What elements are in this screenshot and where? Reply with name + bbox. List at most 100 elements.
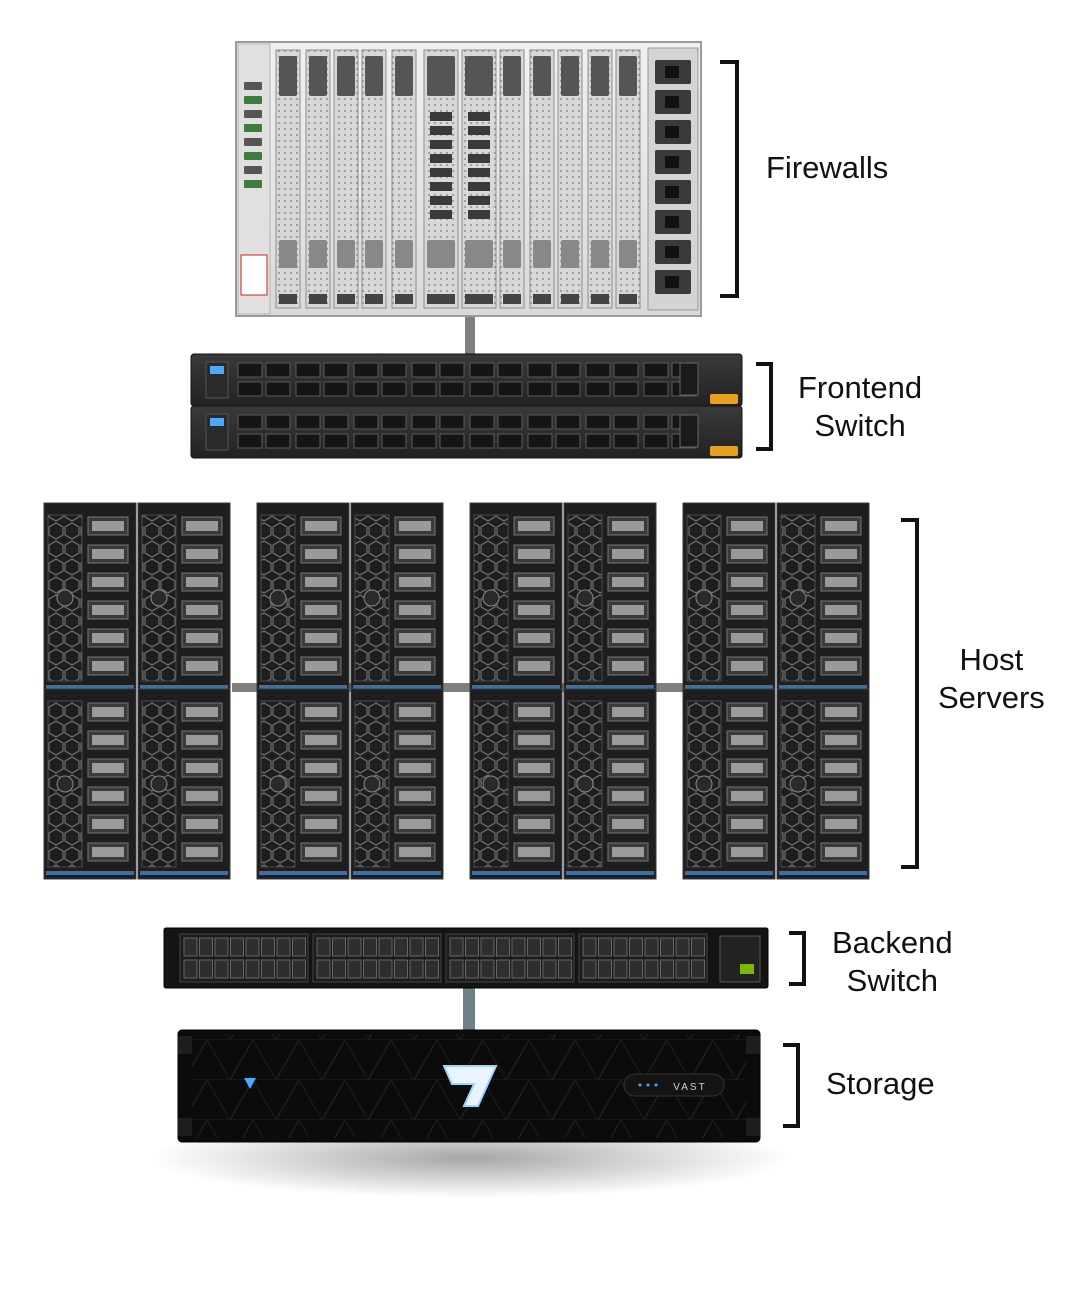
drive-caddy <box>305 521 337 531</box>
card-latch <box>279 56 297 96</box>
qsfp-port <box>613 433 639 449</box>
qsfp-port <box>295 381 321 397</box>
drive-caddy <box>186 521 218 531</box>
bezel-logo <box>695 589 713 607</box>
osfp-port <box>183 937 198 957</box>
drive-caddy <box>92 521 124 531</box>
mgmt-port <box>244 180 262 188</box>
drive-caddy <box>399 605 431 615</box>
bezel-logo <box>482 589 500 607</box>
host-server <box>682 688 776 880</box>
server-rail <box>779 871 867 875</box>
frontend-switch-unit <box>190 405 743 459</box>
drive-caddy <box>92 847 124 857</box>
drive-caddy <box>399 707 431 717</box>
drive-caddy <box>92 707 124 717</box>
host-server <box>682 502 776 694</box>
drive-caddy <box>825 791 857 801</box>
qsfp-port <box>265 362 291 378</box>
drive-caddy <box>825 577 857 587</box>
card-port <box>533 240 551 268</box>
card-port <box>395 240 413 268</box>
status-handle <box>710 446 738 456</box>
drive-caddy <box>518 707 550 717</box>
bezel-logo <box>56 775 74 793</box>
osfp-port <box>183 959 198 979</box>
qsfp-port <box>469 362 495 378</box>
qsfp-port <box>323 414 349 430</box>
brand-badge <box>623 1073 725 1097</box>
drive-caddy <box>612 549 644 559</box>
qsfp-port <box>555 381 581 397</box>
osfp-port <box>527 937 541 957</box>
badge-dot <box>654 1083 658 1087</box>
card-latch <box>337 56 355 96</box>
osfp-port <box>613 959 628 979</box>
qsfp-port <box>497 414 523 430</box>
frontend-switch-unit <box>190 353 743 407</box>
sup-port <box>430 154 452 163</box>
drive-caddy <box>399 633 431 643</box>
drive-caddy <box>305 549 337 559</box>
qsfp-port <box>585 433 611 449</box>
qsfp-port <box>353 433 379 449</box>
qsfp-port <box>237 414 263 430</box>
osfp-port <box>347 937 362 957</box>
drive-caddy <box>186 633 218 643</box>
sup-port <box>430 140 452 149</box>
qsfp-port <box>585 362 611 378</box>
brand-plate <box>240 254 268 296</box>
sup-port <box>468 112 490 121</box>
drive-caddy <box>518 661 550 671</box>
osfp-port <box>276 959 291 979</box>
drive-caddy <box>305 577 337 587</box>
osfp-port <box>332 937 346 957</box>
psu-socket <box>665 186 679 198</box>
osfp-port <box>496 937 510 957</box>
drive-caddy <box>305 661 337 671</box>
osfp-port <box>449 959 464 979</box>
host-server-grid <box>43 502 870 880</box>
qsfp-port <box>613 414 639 430</box>
qsfp-port <box>527 362 553 378</box>
osfp-port <box>629 959 643 979</box>
host-server <box>563 502 657 694</box>
osfp-port <box>261 959 275 979</box>
drive-caddy <box>186 707 218 717</box>
badge-dot <box>638 1083 642 1087</box>
server-rail <box>353 685 441 689</box>
osfp-port <box>199 959 213 979</box>
drive-caddy <box>305 819 337 829</box>
mgmt-port <box>244 124 262 132</box>
card-latch <box>503 56 521 96</box>
drive-caddy <box>825 847 857 857</box>
drive-caddy <box>399 577 431 587</box>
psu-socket <box>665 246 679 258</box>
drive-caddy <box>399 521 431 531</box>
connector-server-bus <box>232 683 688 692</box>
osfp-port <box>542 959 557 979</box>
osfp-port <box>644 937 659 957</box>
host-server <box>256 688 350 880</box>
drive-caddy <box>731 847 763 857</box>
card-latch <box>591 56 609 96</box>
bracket-firewalls <box>720 60 739 298</box>
qsfp-port <box>643 414 669 430</box>
osfp-port <box>230 959 244 979</box>
qsfp-port <box>585 414 611 430</box>
sup-port <box>430 182 452 191</box>
mgmt-port-blue <box>210 418 224 426</box>
drive-caddy <box>825 661 857 671</box>
osfp-port <box>394 959 408 979</box>
host-server <box>563 688 657 880</box>
card-handle <box>395 294 413 304</box>
drive-caddy <box>186 791 218 801</box>
osfp-port <box>261 937 275 957</box>
osfp-port <box>660 959 674 979</box>
osfp-port <box>675 937 690 957</box>
qsfp-port <box>353 414 379 430</box>
osfp-port <box>363 937 377 957</box>
drive-caddy <box>518 605 550 615</box>
drive-caddy <box>731 661 763 671</box>
tier-label-firewalls: Firewalls <box>766 150 889 185</box>
